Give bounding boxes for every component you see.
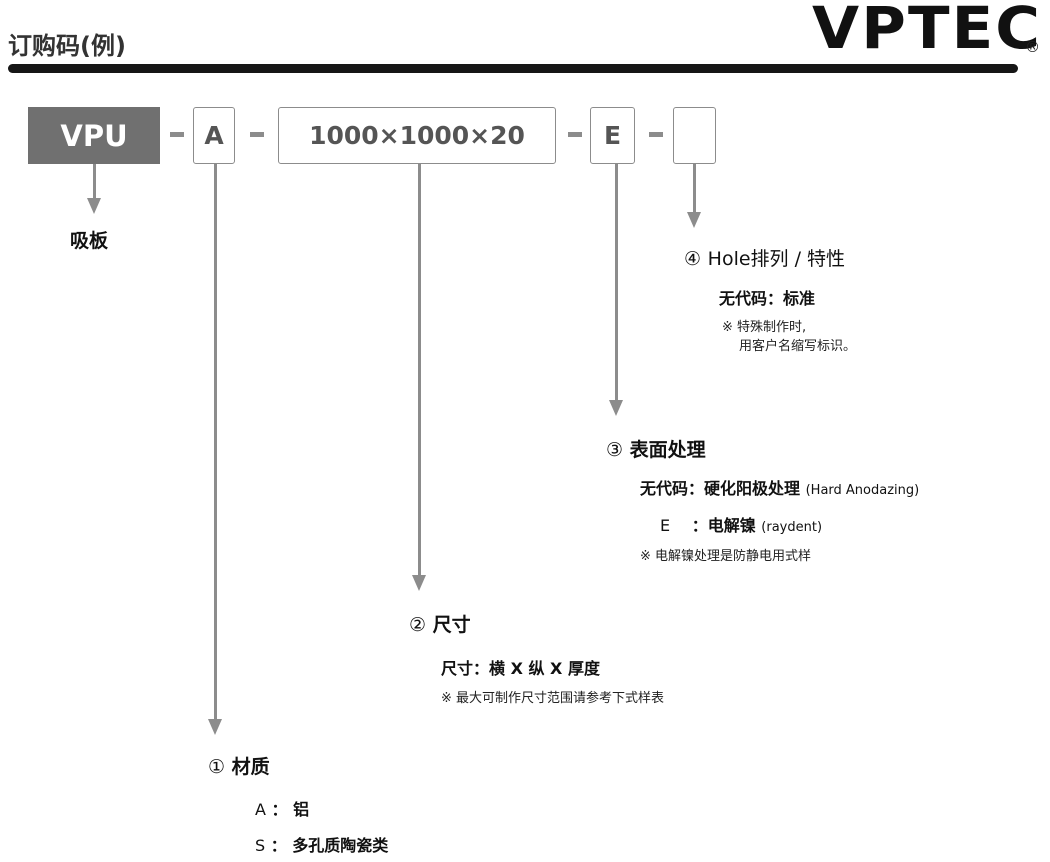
registered-mark: ® (1025, 38, 1040, 56)
separator-dash (250, 132, 264, 137)
section3-line1-text: 无代码：硬化阳极处理 (640, 479, 801, 498)
section3-line2-text: ：电解镍 (691, 516, 756, 535)
section2-heading: ② 尺寸 (409, 610, 471, 637)
hole-arrow-line (693, 164, 696, 214)
section2-title: 尺寸 (432, 614, 471, 636)
size-code-box: 1000×1000×20 (278, 107, 556, 164)
section2-line1: 尺寸：横 X 纵 X 厚度 (441, 659, 600, 678)
separator-dash (170, 132, 184, 137)
section1-item2: S ： 多孔质陶瓷类 (255, 832, 388, 856)
surface-arrow-head (609, 400, 623, 416)
section1-heading: ① 材质 (208, 752, 270, 779)
section3-note: ※ 电解镍处理是防静电用式样 (640, 549, 812, 564)
section1-number: ① (208, 756, 226, 778)
section3-heading: ③ 表面处理 (606, 435, 706, 462)
brand-logo: VPTEC (812, 0, 1043, 62)
header-divider (8, 64, 1018, 73)
separator-dash (568, 132, 582, 137)
section3-line2-code: E (660, 516, 671, 535)
surface-code-box: E (590, 107, 635, 164)
material-arrow-line (214, 164, 217, 721)
section4-title: Hole排列 / 特性 (707, 248, 846, 270)
section1-title: 材质 (231, 756, 270, 778)
section1-item1-text: ： 铝 (271, 800, 310, 819)
model-arrow-head (87, 198, 101, 214)
section3-line2: E ：电解镍 (raydent) (660, 512, 822, 536)
section1-item2-code: S (255, 836, 266, 855)
section3-line2-en: (raydent) (761, 520, 823, 535)
hole-arrow-head (687, 212, 701, 228)
section1-item2-text: ： 多孔质陶瓷类 (270, 836, 389, 855)
section3-number: ③ (606, 439, 624, 461)
section4-note1: ※ 特殊制作时, (722, 320, 807, 335)
section4-number: ④ (684, 248, 702, 270)
separator-dash (649, 132, 663, 137)
section3-line1: 无代码：硬化阳极处理 (Hard Anodazing) (640, 475, 919, 499)
size-arrow-line (418, 164, 421, 577)
model-arrow-line (93, 164, 96, 200)
section2-note: ※ 最大可制作尺寸范围请参考下式样表 (441, 691, 665, 706)
section4-line1: 无代码：标准 (719, 289, 816, 308)
section3-title: 表面处理 (629, 439, 706, 461)
hole-code-box (673, 107, 716, 164)
section1-item1-code: A (255, 800, 266, 819)
surface-arrow-line (615, 164, 618, 402)
section4-note2: 用客户名缩写标识。 (739, 339, 857, 354)
material-code-box: A (193, 107, 235, 164)
model-label: 吸板 (70, 230, 109, 252)
section1-item1: A ： 铝 (255, 796, 309, 820)
page-title: 订购码(例) (8, 32, 126, 60)
section2-number: ② (409, 614, 427, 636)
size-arrow-head (412, 575, 426, 591)
material-arrow-head (208, 719, 222, 735)
model-code-box: VPU (28, 107, 160, 164)
section4-heading: ④ Hole排列 / 特性 (684, 244, 845, 271)
section3-line1-en: (Hard Anodazing) (805, 483, 920, 498)
